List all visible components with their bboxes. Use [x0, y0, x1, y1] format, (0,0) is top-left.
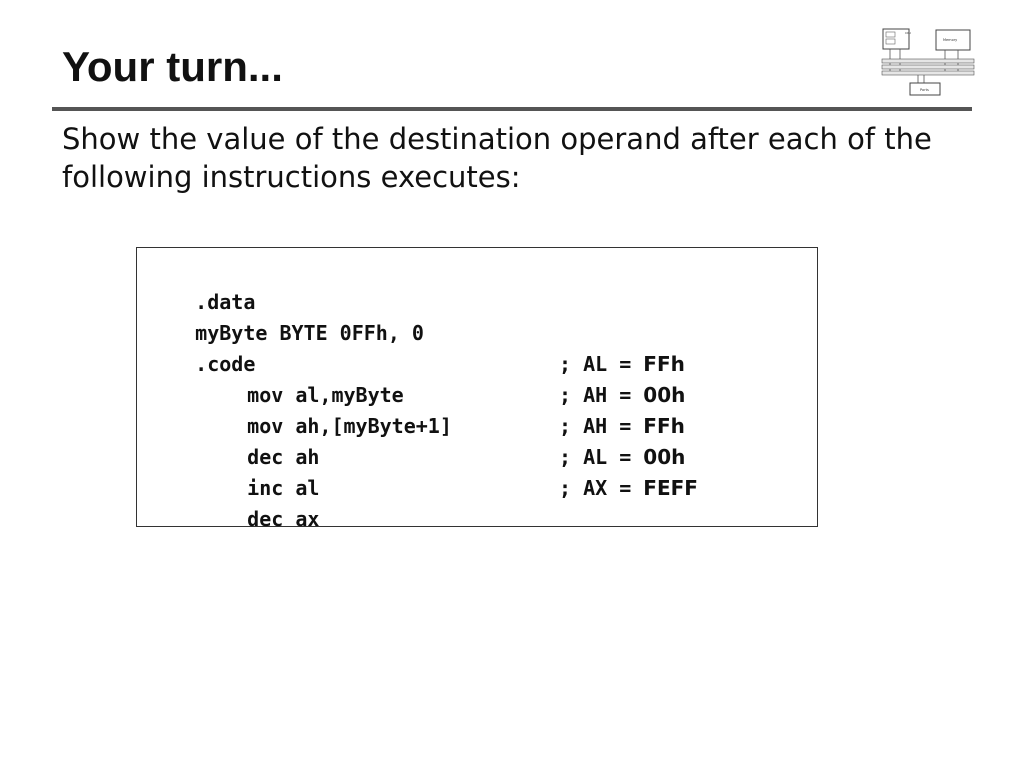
code-line: mov al,myByte ; AL = FFh [147, 349, 817, 407]
comment-prefix: ; AH = [559, 383, 644, 407]
code-line: dec ah ; AH = FFh [147, 411, 817, 469]
comment-value: 00h [643, 445, 686, 469]
cpu-register-box [885, 38, 896, 45]
computer-architecture-diagram-icon: CPU Memory Ports [881, 28, 975, 96]
address-bus [881, 70, 975, 76]
code-line: myByte BYTE 0FFh, 0 [147, 287, 817, 345]
comment-prefix: ; AL = [559, 352, 644, 376]
code-instruction: mov ah,[myByte+1] [247, 414, 452, 438]
cpu-label: CPU [905, 31, 911, 35]
code-instruction: inc al [247, 476, 320, 500]
control-bus [881, 64, 975, 70]
code-instruction: .data [195, 290, 256, 314]
code-comment: ; AL = 00h [559, 442, 685, 473]
ports-box [909, 82, 941, 96]
comment-value: 00h [643, 383, 686, 407]
data-bus [881, 58, 975, 64]
code-instruction: .code [195, 352, 256, 376]
code-line: inc al ; AL = 00h [147, 442, 817, 500]
comment-value: FFh [643, 414, 685, 438]
code-comment: ; AH = FFh [559, 411, 685, 442]
slide-title: Your turn... [62, 43, 283, 90]
memory-label: Memory [943, 38, 957, 42]
cpu-register-box [885, 31, 896, 38]
comment-prefix: ; AX = [559, 476, 644, 500]
code-listing-box: .data myByte BYTE 0FFh, 0 .code mov al,m… [136, 247, 818, 531]
code-comment: ; AL = FFh [559, 349, 685, 380]
code-line: mov ah,[myByte+1] ; AH = 00h [147, 380, 817, 438]
comment-value: FEFF [643, 476, 698, 500]
ports-label: Ports [920, 88, 929, 92]
code-instruction: dec ax [247, 507, 320, 531]
code-instruction: mov al,myByte [247, 383, 404, 407]
memory-box [935, 29, 971, 51]
code-line: dec ax ; AX = FEFF [147, 473, 817, 531]
comment-prefix: ; AL = [559, 445, 644, 469]
instruction-text: Show the value of the destination operan… [62, 122, 932, 194]
code-comment: ; AX = FEFF [559, 473, 698, 504]
comment-prefix: ; AH = [559, 414, 644, 438]
code-comment: ; AH = 00h [559, 380, 685, 411]
code-instruction: myByte BYTE 0FFh, 0 [195, 321, 424, 345]
code-line: .data [147, 256, 817, 314]
comment-value: FFh [643, 352, 685, 376]
title-divider [52, 107, 972, 111]
code-instruction: dec ah [247, 445, 320, 469]
code-line: .code [147, 318, 817, 376]
